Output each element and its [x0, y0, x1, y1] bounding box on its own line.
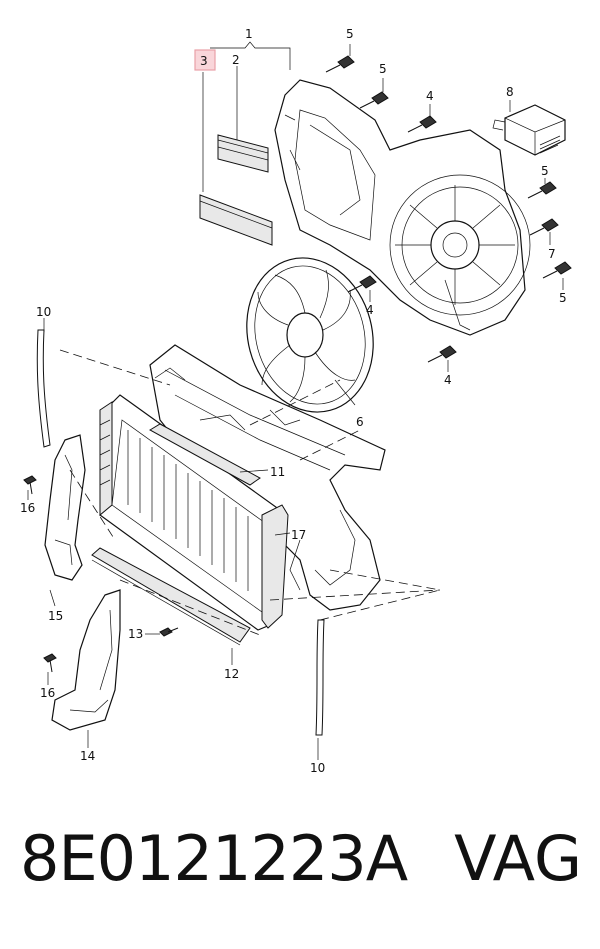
callout-5a: 5: [346, 27, 354, 41]
side-air-ducts: [44, 434, 121, 731]
callout-13: 13: [128, 627, 143, 641]
callout-17: 17: [291, 528, 306, 542]
callout-5b: 5: [379, 62, 387, 76]
callout-12: 12: [224, 667, 239, 681]
part-number: 8E0121223A: [20, 822, 408, 895]
callout-6: 6: [356, 415, 364, 429]
callout-1: 1: [245, 27, 253, 41]
callout-5d: 5: [559, 291, 567, 305]
parts-diagram: 1 2 3 5 5 4 8 5 7 5 4 4 6 11 17 13 12 10…: [20, 27, 572, 775]
bolt-group: [23, 55, 572, 673]
leader-lines: [27, 41, 564, 760]
air-guide-strips: [91, 423, 261, 646]
callout-4a: 4: [426, 89, 434, 103]
callout-10a: 10: [36, 305, 51, 319]
callout-5c: 5: [541, 164, 549, 178]
seal-strips: [199, 134, 273, 246]
callout-4c: 4: [444, 373, 452, 387]
callout-16a: 16: [20, 501, 35, 515]
callout-16b: 16: [40, 686, 55, 700]
brand-label: VAG: [454, 822, 582, 895]
radiator: [99, 394, 289, 631]
callout-14: 14: [80, 749, 95, 763]
callout-2: 2: [232, 53, 240, 67]
callout-4b: 4: [366, 303, 374, 317]
fan-blade-assembly: [246, 257, 374, 413]
alignment-lines: [59, 349, 441, 636]
rubber-seals: [36, 329, 325, 736]
callout-8: 8: [506, 85, 514, 99]
callout-11: 11: [270, 465, 285, 479]
fan-shroud: [274, 79, 531, 336]
callout-7: 7: [548, 247, 556, 261]
highlight-box: [194, 49, 216, 71]
callout-15: 15: [48, 609, 63, 623]
callout-10b: 10: [310, 761, 325, 775]
callout-3: 3: [200, 54, 208, 68]
callout-labels: 1 2 3 5 5 4 8 5 7 5 4 4 6 11 17 13 12 10…: [20, 27, 567, 775]
fan-control-unit: [492, 104, 566, 156]
